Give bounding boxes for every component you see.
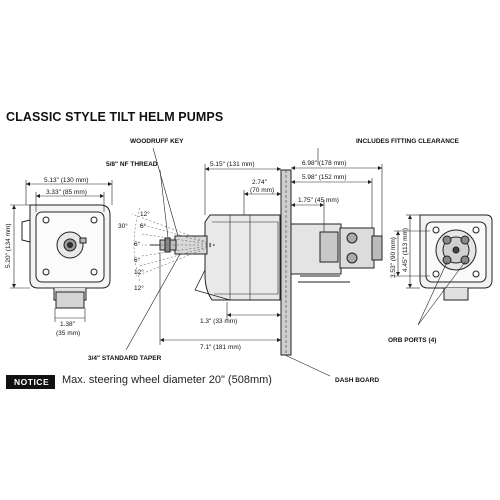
- label-nf-thread: 5/8" NF THREAD: [106, 161, 158, 168]
- dim-height-353: 3.53" (90 mm): [390, 237, 397, 278]
- angle-label-12-bottom: 12°: [134, 284, 144, 292]
- dim-width-138-inch: 1.38": [60, 321, 76, 328]
- label-dash-board: DASH BOARD: [335, 377, 379, 384]
- dim-depth-274-mm: (70 mm): [250, 187, 274, 194]
- dim-depth-274-inch: 2.74": [252, 179, 268, 186]
- dim-width-333: 3.33" (85 mm): [46, 189, 87, 196]
- dim-depth-698: 6.98" (178 mm): [302, 160, 347, 167]
- angle-label-6-b: 6°: [134, 240, 141, 248]
- dim-depth-175: 1.75" (45 mm): [298, 197, 339, 204]
- notice-text: Max. steering wheel diameter 20" (508mm): [62, 374, 272, 386]
- side-view: [150, 169, 383, 356]
- label-includes-fitting-clearance: INCLUDES FITTING CLEARANCE: [356, 138, 460, 145]
- front-view: [21, 204, 111, 309]
- rear-view: [419, 214, 493, 301]
- tilt-angle-lines: [131, 207, 216, 283]
- notice-badge: NOTICE: [6, 375, 56, 389]
- dim-depth-13: 1.3" (33 mm): [200, 318, 237, 325]
- dim-depth-71: 7.1" (181 mm): [200, 344, 241, 351]
- angle-label-30: 30°: [118, 222, 128, 230]
- angle-label-6-a: 6°: [140, 222, 147, 230]
- diagram-title: CLASSIC STYLE TILT HELM PUMPS: [6, 110, 224, 124]
- angle-label-12-upper: 12°: [140, 210, 150, 218]
- label-standard-taper: 3/4" STANDARD TAPER: [88, 355, 162, 362]
- label-woodruff-key: WOODRUFF KEY: [130, 138, 184, 145]
- angle-label-12-lower: 12°: [134, 268, 144, 276]
- label-orb-ports: ORB PORTS (4): [388, 337, 436, 344]
- dim-width-513: 5.13" (130 mm): [44, 177, 89, 184]
- dim-depth-598: 5.98" (152 mm): [302, 174, 347, 181]
- dim-depth-515: 5.15" (131 mm): [210, 161, 255, 168]
- angle-label-6-c: 6°: [134, 256, 141, 264]
- dim-width-138-mm: (35 mm): [56, 330, 80, 337]
- dim-height-520: 5.20" (134 mm): [5, 223, 12, 268]
- dim-height-445: 4.45" (113 mm): [402, 228, 409, 272]
